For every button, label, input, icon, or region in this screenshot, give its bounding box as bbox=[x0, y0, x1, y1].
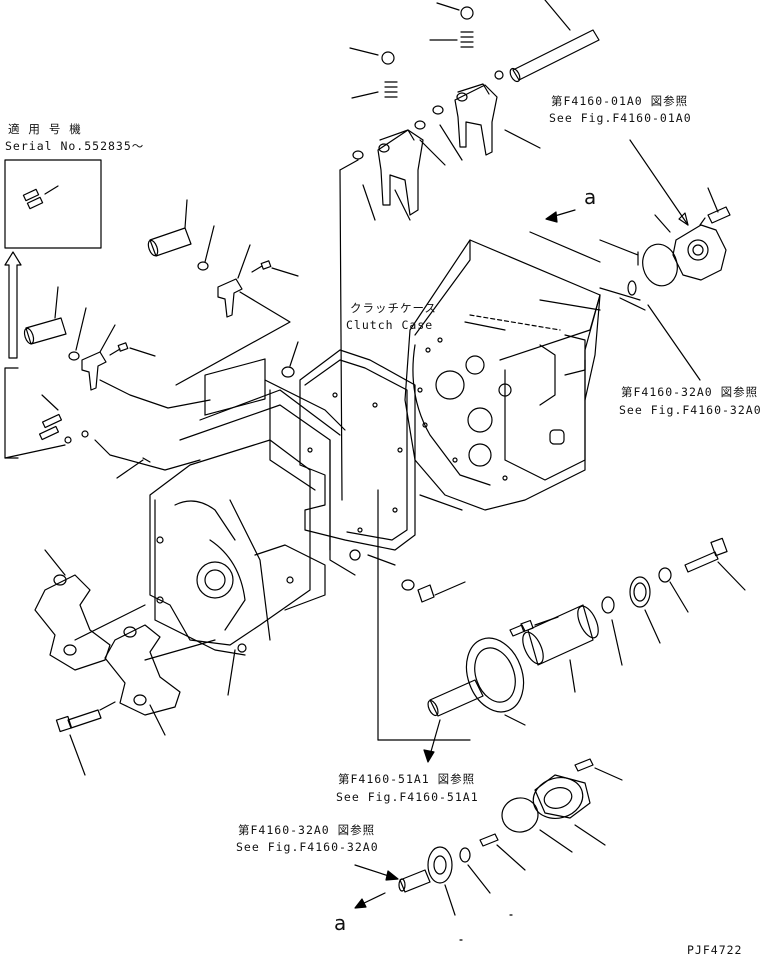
plug bbox=[367, 554, 466, 603]
ref-f4160-01a0-en[interactable]: See Fig.F4160-01A0 bbox=[549, 111, 692, 125]
reference-arrows bbox=[354, 209, 701, 909]
left-small-parts bbox=[4, 199, 299, 479]
inset-bolt-pair-icon bbox=[22, 185, 59, 210]
ref-f4160-32a0-right-jp[interactable]: 第F4160-32A0 図参照 bbox=[621, 385, 759, 399]
upgrade-arrow-icon bbox=[4, 251, 22, 359]
transmission-case bbox=[149, 358, 361, 696]
shift-forks bbox=[339, 0, 600, 501]
gasket bbox=[299, 349, 463, 551]
drawing-number: PJF4722 bbox=[687, 943, 743, 957]
dowel-ring bbox=[281, 366, 295, 378]
ref-f4160-51a1-jp[interactable]: 第F4160-51A1 図参照 bbox=[338, 772, 476, 786]
connection-marker-top: a bbox=[584, 185, 597, 209]
clutch-case bbox=[404, 239, 646, 511]
ref-f4160-01a0-jp[interactable]: 第F4160-01A0 図参照 bbox=[551, 94, 689, 108]
bearing-caps bbox=[34, 549, 216, 776]
serial-note-serial: Serial No.552835～ bbox=[5, 139, 145, 153]
ref-f4160-51a1-en[interactable]: See Fig.F4160-51A1 bbox=[336, 790, 479, 804]
ref-f4160-32a0-bottom-jp[interactable]: 第F4160-32A0 図参照 bbox=[238, 823, 376, 837]
serial-inset-box bbox=[4, 159, 102, 459]
small-bolt-icon bbox=[109, 260, 299, 479]
serial-note-title: 適 用 号 機 bbox=[8, 122, 82, 136]
output-flange-top bbox=[629, 139, 731, 287]
ref-f4160-32a0-bottom-en[interactable]: See Fig.F4160-32A0 bbox=[236, 840, 379, 854]
output-flange-bottom bbox=[398, 758, 623, 941]
connection-marker-bottom: a bbox=[334, 911, 347, 935]
shaft-assembly bbox=[377, 489, 746, 741]
ref-f4160-32a0-right-en[interactable]: See Fig.F4160-32A0 bbox=[619, 403, 762, 417]
clutch-case-label-jp: クラッチケース bbox=[350, 301, 437, 315]
clutch-case-label-en: Clutch Case bbox=[346, 318, 434, 332]
